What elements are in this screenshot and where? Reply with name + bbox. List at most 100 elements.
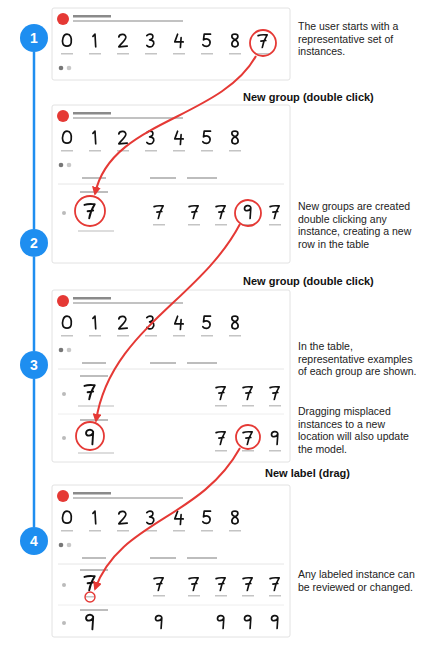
count-bar: [215, 595, 227, 597]
step-description: The user starts with a representative se…: [298, 20, 420, 58]
timeline-line: [33, 379, 36, 527]
screenshot-panel: [52, 105, 290, 263]
digit-glyph: [156, 616, 162, 629]
digit-glyph: [216, 206, 225, 219]
drag-arrow: [96, 224, 240, 421]
count-bar: [145, 53, 157, 55]
count-bars: [61, 53, 269, 55]
digit-glyph: [175, 511, 183, 524]
screenshot-panel: [52, 485, 290, 637]
circle-fill: [20, 527, 48, 555]
drag-arrow: [95, 56, 256, 194]
count-bar: [173, 53, 185, 55]
digit-glyph: [119, 511, 127, 523]
digit-glyph: [258, 35, 267, 48]
app-avatar: [57, 110, 69, 122]
header-bar: [187, 557, 217, 559]
screenshot-panel: [52, 290, 290, 462]
digit-glyph: [63, 131, 72, 143]
count-bar: [188, 224, 200, 226]
count-bar: [269, 224, 281, 226]
field-underline: [78, 453, 114, 454]
digit-glyph: [272, 616, 278, 629]
text-bar: [73, 492, 111, 495]
count-bar: [188, 595, 200, 597]
count-bar: [89, 150, 101, 152]
count-bar: [269, 450, 281, 452]
digit-glyph: [147, 34, 154, 47]
header-bar: [82, 177, 106, 179]
count-bar: [153, 224, 165, 226]
count-bar: [242, 405, 254, 407]
header-bar: [150, 362, 176, 364]
pager-dot: [59, 163, 64, 168]
digit-glyph: [86, 430, 93, 445]
digit-glyph: [203, 34, 211, 46]
header-bar: [187, 177, 217, 179]
row-handle: [62, 583, 66, 587]
drag-arrow: [95, 448, 240, 589]
digit-glyph: [189, 206, 198, 219]
text-bar: [73, 302, 183, 304]
header-bar: [150, 557, 176, 559]
step-description: Any labeled instance can be reviewed or …: [298, 568, 420, 593]
count-bar: [145, 150, 157, 152]
count-bar: [153, 595, 165, 597]
table-rule: [58, 184, 284, 185]
app-avatar: [57, 490, 69, 502]
count-bar: [229, 530, 241, 532]
row-handle: [62, 621, 66, 625]
digit-glyph: [216, 387, 225, 400]
panel-frame: [52, 105, 290, 263]
count-bar: [215, 405, 227, 407]
table-rule: [58, 564, 284, 565]
count-bars: [61, 530, 241, 532]
digit-glyph: [84, 385, 94, 399]
digit-glyph: [147, 131, 154, 144]
header-bar: [187, 362, 217, 364]
count-bar: [61, 335, 73, 337]
table-rule: [58, 414, 284, 415]
digit-glyph: [243, 387, 252, 400]
count-bar: [89, 53, 101, 55]
digit-glyph: [216, 432, 225, 445]
count-bar: [89, 530, 101, 532]
digit-glyph: [93, 131, 96, 144]
digit-glyph: [189, 578, 198, 591]
screenshot-panel: [52, 8, 290, 80]
count-bars: [61, 335, 241, 337]
digit-glyph: [154, 206, 163, 219]
header-bar: [82, 362, 106, 364]
digit-glyph: [232, 34, 238, 47]
digit-glyph: [63, 34, 72, 46]
text-bar: [73, 20, 183, 22]
count-bar: [201, 530, 213, 532]
digit-glyph: [243, 432, 252, 445]
step-description: New groups are created double clicking a…: [298, 200, 420, 250]
highlight-ring: [235, 200, 261, 226]
count-bars: [215, 450, 281, 452]
digit-glyph: [175, 131, 183, 144]
step-description: In the table, representative examples of…: [298, 340, 420, 378]
count-bar: [117, 335, 129, 337]
digit-glyph: [203, 316, 211, 328]
step-circle: 4: [20, 527, 48, 555]
highlight-ring: [250, 30, 276, 56]
count-bar: [61, 530, 73, 532]
table-rule: [58, 369, 284, 370]
highlight-ring: [236, 425, 260, 449]
step-number: 2: [30, 235, 38, 251]
action-label: New label (drag): [262, 466, 353, 480]
row-handle: [62, 392, 66, 396]
count-bar: [229, 335, 241, 337]
digit-glyph: [203, 131, 211, 143]
pager-dot: [59, 348, 64, 353]
count-bar: [173, 530, 185, 532]
pager-dot: [59, 66, 64, 71]
action-label: New group (double click): [240, 274, 377, 288]
group-name-bar: [80, 191, 108, 193]
digit-glyph: [86, 615, 93, 630]
digit-glyph: [272, 432, 278, 445]
circle-fill: [20, 24, 48, 52]
digit-glyph: [216, 578, 225, 591]
